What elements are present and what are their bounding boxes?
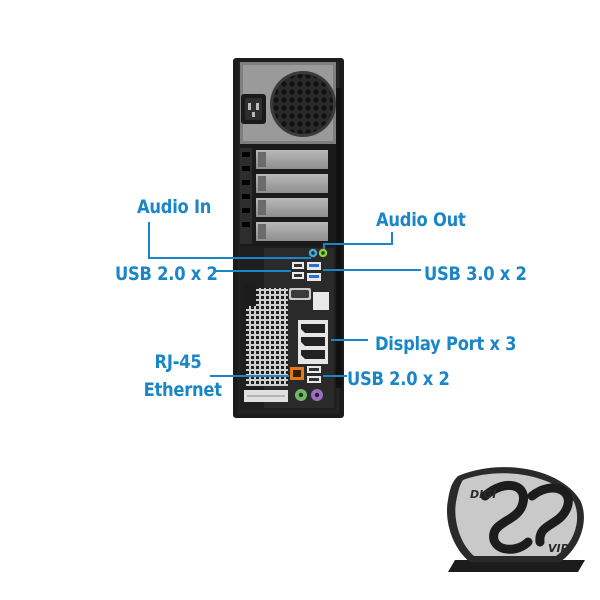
expansion-slots — [240, 144, 336, 246]
label-audio-out: Audio Out — [376, 209, 466, 231]
vent-grille — [244, 284, 288, 386]
usb3-ports-icon — [307, 262, 321, 281]
label-usb2-top: USB 2.0 x 2 — [115, 263, 218, 285]
leader-audio-out — [323, 232, 393, 249]
logo-bottom-text: VIP — [548, 542, 569, 555]
power-supply-area — [240, 62, 336, 144]
label-rj45: RJ-45 Ethernet — [143, 351, 222, 401]
digi-vip-logo: DIGI VIP — [446, 467, 585, 572]
label-display-port: Display Port x 3 — [375, 333, 517, 355]
label-audio-in: Audio In — [137, 196, 212, 218]
leader-audio-in — [148, 222, 311, 259]
serial-port-icon — [289, 288, 311, 300]
label-usb2-bottom: USB 2.0 x 2 — [347, 368, 450, 390]
usb2-top-ports-icon — [292, 262, 304, 279]
logo-top-text: DIGI — [470, 488, 496, 501]
leader-lines — [148, 222, 421, 377]
label-rj45-line1: RJ-45 — [154, 351, 202, 373]
label-rj45-line2: Ethernet — [143, 379, 222, 401]
label-usb3: USB 3.0 x 2 — [424, 263, 527, 285]
power-socket-icon — [241, 94, 266, 124]
display-ports-icon — [298, 320, 328, 364]
ethernet-port-icon — [290, 367, 304, 380]
usb2-bottom-ports-icon — [307, 366, 321, 383]
